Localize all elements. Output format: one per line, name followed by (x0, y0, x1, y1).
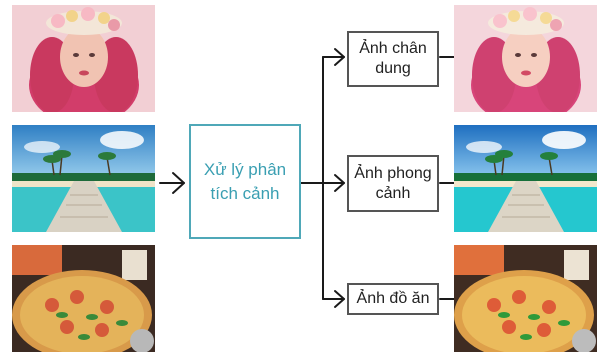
input-image-beach (12, 125, 155, 232)
category-box-food: Ảnh đồ ăn (347, 283, 439, 315)
category-label-food: Ảnh đồ ăn (356, 290, 430, 307)
output-image-pizza (454, 245, 597, 352)
category-box-landscape: Ảnh phong cảnh (347, 155, 439, 212)
scene-analysis-process-box: Xử lý phân tích cảnh (189, 124, 301, 239)
output-image-portrait (454, 5, 597, 112)
input-image-pizza (12, 245, 155, 352)
category-label-landscape: Ảnh phong cảnh (354, 164, 432, 202)
category-box-portrait: Ảnh chân dung (347, 31, 439, 87)
category-label-portrait: Ảnh chân dung (359, 40, 427, 77)
input-image-portrait (12, 5, 155, 112)
process-label: Xử lý phân tích cảnh (203, 159, 287, 203)
output-image-beach (454, 125, 597, 232)
